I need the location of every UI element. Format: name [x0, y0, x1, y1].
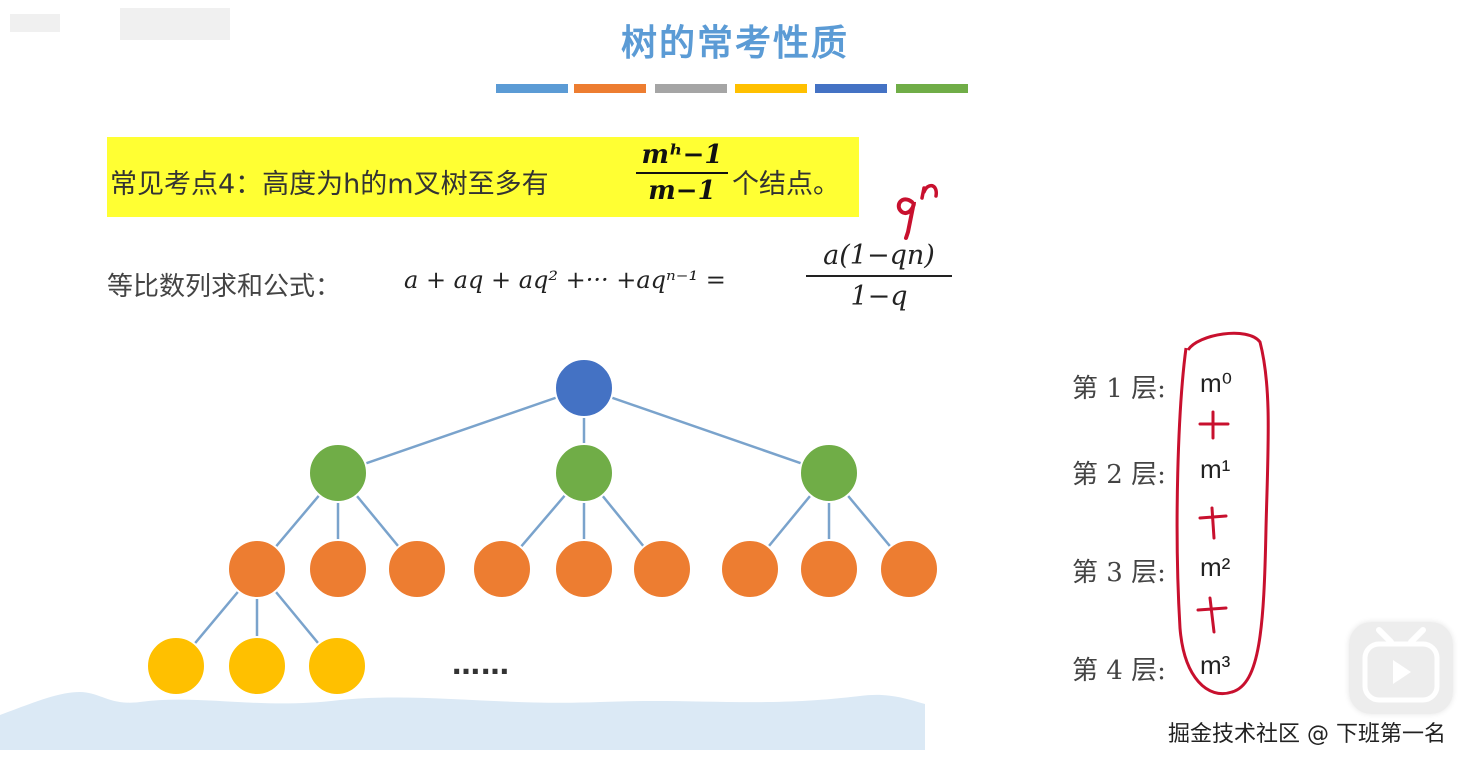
- tree-node-level4: [307, 636, 367, 696]
- title-underline-yellow: [735, 84, 807, 93]
- tree-node-level2: [554, 443, 614, 503]
- fraction-bar: [636, 172, 728, 174]
- ghost-text-artifact: [10, 8, 230, 40]
- point4-numerator: mʰ−1: [641, 140, 723, 170]
- formula-label: 等比数列求和公式：: [107, 272, 342, 302]
- tree-node-level3: [472, 539, 532, 599]
- tree-node-level3: [554, 539, 614, 599]
- point4-suffix: 个结点。: [732, 169, 840, 200]
- level-3-label: 第 3 层:: [1072, 558, 1166, 588]
- formula-fraction-bar: [806, 275, 952, 277]
- tree-ellipsis: ……: [452, 648, 510, 681]
- level-2-value: m¹: [1200, 454, 1231, 484]
- play-icon: [1362, 627, 1440, 703]
- level-1-value: m⁰: [1200, 368, 1233, 398]
- background-wave: [0, 692, 925, 750]
- watermark-text: 掘金技术社区 @ 下班第一名: [1168, 722, 1446, 747]
- tree-node-level3: [799, 539, 859, 599]
- point4-fraction: mʰ−1 m−1: [636, 140, 728, 206]
- tree-node-level3: [308, 539, 368, 599]
- title-underline-green: [896, 84, 968, 93]
- tree-node-level2: [799, 443, 859, 503]
- title-underline-blue: [496, 84, 568, 93]
- level-1-label: 第 1 层:: [1072, 374, 1166, 404]
- slide-title: 树的常考性质: [620, 23, 849, 64]
- point4-denominator: m−1: [648, 176, 716, 206]
- level-4-value: m³: [1200, 650, 1231, 680]
- title-underline-orange: [574, 84, 646, 93]
- tree-node-level3: [387, 539, 447, 599]
- handwritten-loop-annotation: [1175, 331, 1270, 695]
- tree-node-level3: [227, 539, 287, 599]
- handwritten-qn-annotation: [896, 183, 938, 240]
- level-4-label: 第 4 层:: [1072, 656, 1166, 686]
- formula-denominator: 1−q: [850, 281, 908, 312]
- title-underline-darkblue: [815, 84, 887, 93]
- tree-node-level2: [308, 443, 368, 503]
- tree-node-level3: [720, 539, 780, 599]
- formula-numerator: a(1−qn): [823, 240, 935, 271]
- tree-node-level3: [879, 539, 939, 599]
- tree-diagram: [0, 358, 939, 750]
- tree-node-level3: [632, 539, 692, 599]
- level-3-value: m²: [1200, 552, 1231, 582]
- tree-node-root: [554, 358, 614, 418]
- title-underline-gray: [655, 84, 727, 93]
- formula-fraction: a(1−qn) 1−q: [806, 240, 952, 312]
- formula-lhs: a + aq + aq² +··· +aqⁿ⁻¹ =: [404, 266, 726, 294]
- point4-prefix: 常见考点4：高度为h的m叉树至多有: [110, 169, 549, 200]
- point4-highlight: [107, 137, 859, 217]
- video-play-button[interactable]: [1349, 622, 1453, 714]
- level-2-label: 第 2 层:: [1072, 460, 1166, 490]
- tree-node-level4: [227, 636, 287, 696]
- tree-node-level4: [146, 636, 206, 696]
